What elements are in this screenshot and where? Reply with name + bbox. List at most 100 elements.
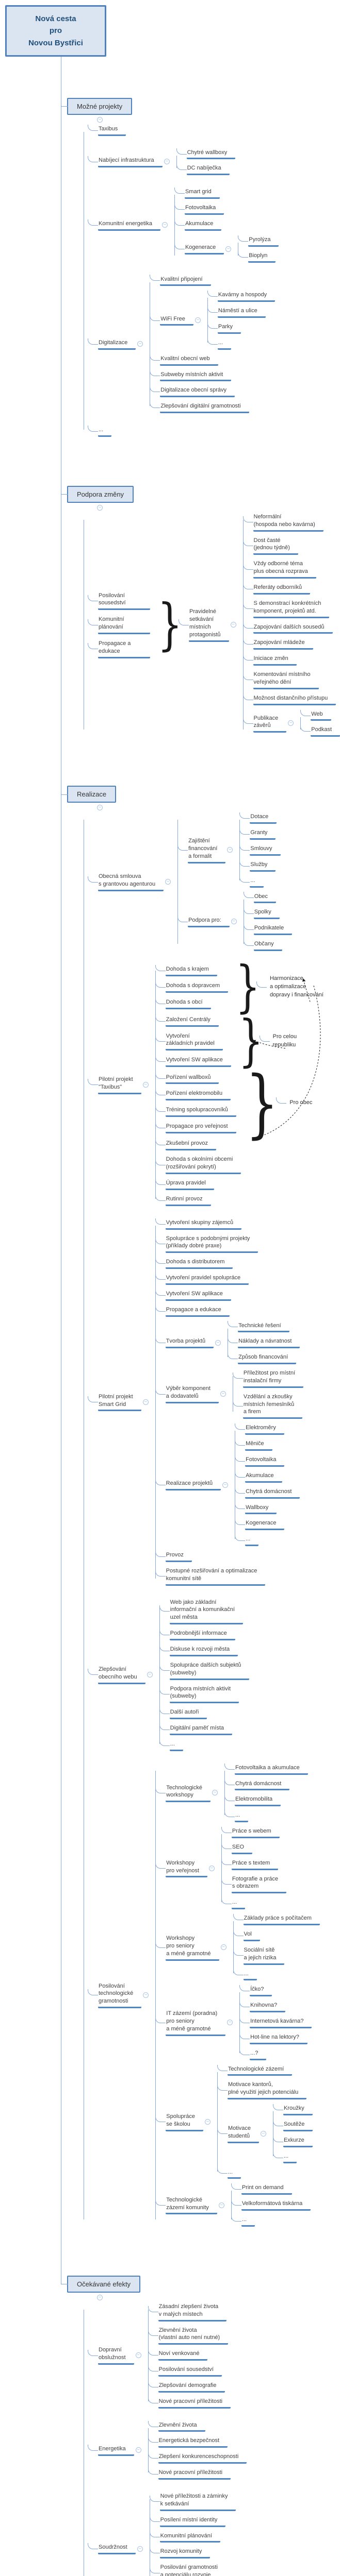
mindmap-node[interactable]: Soutěže [283,2120,313,2131]
mindmap-node[interactable]: Parky [217,323,241,334]
mindmap-node[interactable]: Chytré wallboxy [186,148,236,160]
mindmap-node[interactable]: Pilotní projekt "Taxibus" [98,1075,141,1094]
mindmap-node[interactable]: Propagace a edukace [165,1306,230,1317]
mindmap-node[interactable]: WiFi Free [160,315,193,326]
mindmap-node[interactable]: Dohoda s distributorem [165,1258,233,1269]
mindmap-node[interactable]: Bioplyn [248,251,276,263]
mindmap-node[interactable]: Zásadní zlepšení života v malých místech [158,2302,227,2321]
collapse-icon[interactable]: − [212,1790,218,1796]
mindmap-node[interactable]: Velkoformátová tiskárna [241,2199,311,2211]
mindmap-node[interactable]: Výběr komponent a dodavatelů [165,1384,219,1404]
mindmap-node[interactable]: ... [241,2215,255,2227]
mindmap-node[interactable]: Podpora místních aktivit (subweby) [169,1685,239,1704]
mindmap-node[interactable]: Technologické zázemí [227,2065,293,2076]
mindmap-node[interactable]: Vol [243,1930,260,1941]
mindmap-node[interactable]: Spolupráce s podobnými projekty (příklad… [165,1234,258,1253]
mindmap-node[interactable]: DC nabíječka [186,164,230,176]
mindmap-node[interactable]: ... [283,2152,297,2163]
collapse-icon[interactable]: − [218,2202,224,2208]
mindmap-node[interactable]: IT zázemí (poradna) pro seniory a méně g… [166,2009,226,2036]
mindmap-node[interactable]: Digitální paměť místa [169,1724,233,1735]
mindmap-node[interactable]: Kogenerace [245,1519,285,1531]
mindmap-node[interactable]: Příležitost pro místní instalační firmy [242,1369,304,1388]
mindmap-node[interactable]: Exkurze [283,2136,313,2147]
collapse-icon[interactable]: − [208,1865,215,1871]
mindmap-node[interactable]: Posilování gramotnosti a potenciálu rozv… [160,2563,226,2576]
mindmap-node[interactable]: Kvalitní obecní web [160,354,218,366]
mindmap-node[interactable]: Vytvoření pravidel spolupráce [165,1274,249,1285]
mindmap-node[interactable]: Digitalizace [98,338,136,350]
collapse-icon[interactable]: − [220,1391,226,1397]
mindmap-node[interactable]: Dohoda s krajem [165,965,217,976]
collapse-icon[interactable]: − [215,1340,221,1346]
mindmap-node[interactable]: Noví venkované [158,2349,208,2361]
mindmap-node[interactable]: Zlepšení konkurenceschopnosti [158,2452,247,2464]
root-node[interactable]: Nová cesta pro Novou Bystřici [5,5,106,57]
mindmap-node[interactable]: Vytvoření základních pravidel [165,1032,223,1051]
mindmap-node[interactable]: Založení Centrály [165,1015,219,1027]
mindmap-node[interactable]: Spolky [253,908,280,920]
collapse-icon[interactable]: − [97,504,103,511]
mindmap-node[interactable]: Posilování technologické gramotnosti [98,1982,142,2009]
mindmap-node[interactable]: Dohoda s dopravcem [165,981,229,993]
mindmap-node[interactable]: Technické řešení [238,1321,289,1333]
mindmap-node[interactable]: Obecná smlouva s grantovou agenturou [98,872,164,891]
mindmap-node[interactable]: Chytrá domácnost [235,1780,290,1791]
mindmap-node[interactable]: Občany [253,940,282,951]
mindmap-node[interactable]: Akumulace [245,1471,282,1483]
collapse-icon[interactable]: − [225,246,232,252]
mindmap-node[interactable]: Zajištění financování a formalit [188,837,226,863]
mindmap-node[interactable]: Nové pracovní příležitosti [158,2397,231,2409]
collapse-icon[interactable]: − [97,116,103,123]
mindmap-node[interactable]: Kroužky [283,2104,313,2115]
mindmap-node[interactable]: Zkušební provoz [165,1139,216,1151]
collapse-icon[interactable]: − [227,847,233,853]
mindmap-node[interactable]: Elektroměry [245,1423,284,1435]
mindmap-node[interactable]: Možnost distančního přístupu [253,694,336,705]
mindmap-node[interactable]: Tvorba projektů [165,1337,214,1349]
mindmap-node[interactable]: Technologické zázemí komunity [166,2196,217,2215]
mindmap-node[interactable]: Workshopy pro seniory a méně gramotné [166,1934,219,1961]
mindmap-node[interactable]: Internetová kavárna? [250,2017,312,2028]
mindmap-node[interactable]: Kvalitní připojení [160,275,211,286]
mindmap-node[interactable]: Posilování sousedství [158,2365,222,2377]
mindmap-node[interactable]: Vzdělání a zkoušky místních řemeslníků a… [242,1393,303,1419]
mindmap-node[interactable]: ... [98,426,112,437]
collapse-icon[interactable]: − [142,1081,149,1088]
mindmap-node[interactable]: ... [243,1970,257,1981]
mindmap-node[interactable]: Práce s textem [231,1859,279,1870]
mindmap-node[interactable]: Propagace pro veřejnost [165,1122,236,1133]
collapse-icon[interactable]: − [142,1399,149,1405]
mindmap-node[interactable]: Podnikatele [253,924,293,936]
mindmap-node[interactable]: ... [235,1811,249,1823]
mindmap-node[interactable]: Neformální (hospoda nebo kavárna) [253,513,323,532]
mindmap-node[interactable]: Posilování sousedství [98,591,151,611]
mindmap-node[interactable]: Rozvoj komunity [159,2547,211,2559]
mindmap-node[interactable]: Wallboxy [245,1503,277,1515]
mindmap-node[interactable]: Posílení místní identity [159,2516,226,2527]
mindmap-node[interactable]: Obec [253,892,276,904]
mindmap-node[interactable]: Energetická bezpečnost [158,2436,228,2448]
collapse-icon[interactable]: − [161,222,168,228]
collapse-icon[interactable]: − [204,2119,211,2125]
mindmap-node[interactable]: Íčko? [250,1985,272,1997]
mindmap-node[interactable]: Úprava pravidel [165,1179,214,1190]
mindmap-node[interactable]: Vytvoření skupiny zájemců [165,1218,242,1230]
mindmap-node[interactable]: Propagace a edukace [98,639,151,658]
mindmap-node[interactable]: Sociální sítě a jejich rizika [243,1946,285,1965]
mindmap-node[interactable]: Vytvoření SW aplikace [165,1290,231,1301]
collapse-icon[interactable]: − [165,879,171,885]
collapse-icon[interactable]: − [137,341,143,347]
mindmap-node[interactable]: Zlevnění života [158,2421,205,2432]
mindmap-node[interactable]: Pilotní projekt Smart Grid [98,1393,141,1412]
mindmap-node[interactable]: Rutinní provoz [165,1195,211,1206]
mindmap-node[interactable]: Kavárny a hospody [217,291,276,302]
mindmap-node[interactable]: Fotovoltaika a akumulace [235,1764,308,1775]
mindmap-node[interactable]: Fotovoltaika [184,204,224,215]
mindmap-node[interactable]: Zlepšování digitální gramotnosti [160,402,249,414]
mindmap-node[interactable]: S demonstrací konkrétních komponent, pro… [253,599,330,618]
collapse-icon[interactable]: − [97,805,103,811]
collapse-icon[interactable]: − [147,1671,153,1677]
mindmap-node[interactable]: Způsob financování [238,1353,297,1365]
mindmap-node[interactable]: Zlepšování obecního webu [98,1665,145,1684]
